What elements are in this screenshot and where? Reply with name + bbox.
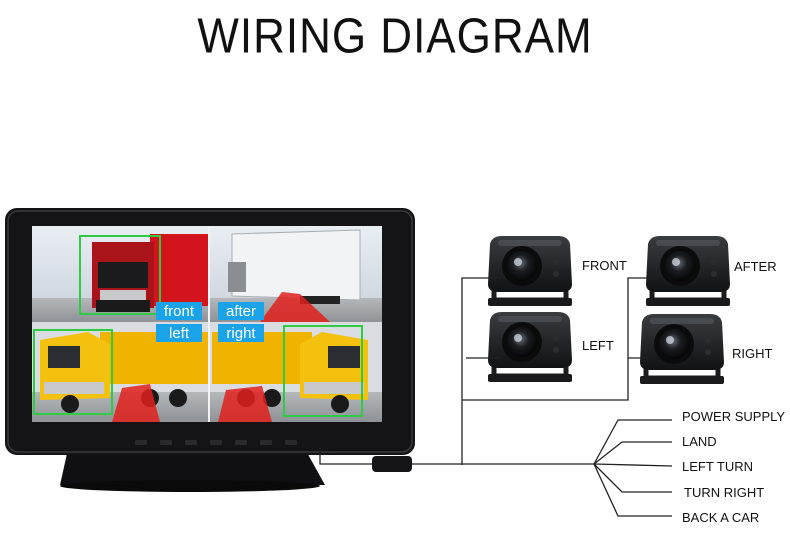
tag-front-bg: [156, 302, 202, 320]
monitor-buttons: [135, 440, 297, 445]
wire-label-power-supply: POWER SUPPLY: [682, 409, 785, 424]
wiring: [319, 277, 673, 517]
tag-right-bg: [218, 324, 264, 342]
tag-front: front: [164, 303, 195, 320]
camera-label-front: FRONT: [582, 258, 627, 273]
camera-label-after: AFTER: [734, 259, 777, 274]
tag-left: left: [169, 325, 190, 342]
camera-front: [488, 236, 572, 306]
wire-label-back-a-car: BACK A CAR: [682, 510, 759, 525]
camera-right: [640, 314, 724, 384]
tag-left-bg: [156, 324, 202, 342]
wire-label-turn-right: TURN RIGHT: [684, 485, 764, 500]
screen-tags: front after left right: [156, 302, 264, 342]
monitor: front after left right: [5, 208, 415, 492]
connector-box: [372, 456, 412, 472]
monitor-screen: [32, 226, 382, 422]
detection-box: [79, 235, 161, 315]
tag-after-bg: [218, 302, 264, 320]
tag-right: right: [226, 325, 256, 342]
camera-after: [646, 236, 730, 306]
wire-label-left-turn: LEFT TURN: [682, 459, 753, 474]
wire-label-land: LAND: [682, 434, 717, 449]
camera-left: [488, 312, 572, 382]
page-title: WIRING DIAGRAM: [197, 9, 593, 64]
tag-after: after: [226, 303, 256, 320]
warning-zone: [260, 292, 330, 322]
camera-label-left: LEFT: [582, 338, 614, 353]
camera-label-right: RIGHT: [732, 346, 773, 361]
